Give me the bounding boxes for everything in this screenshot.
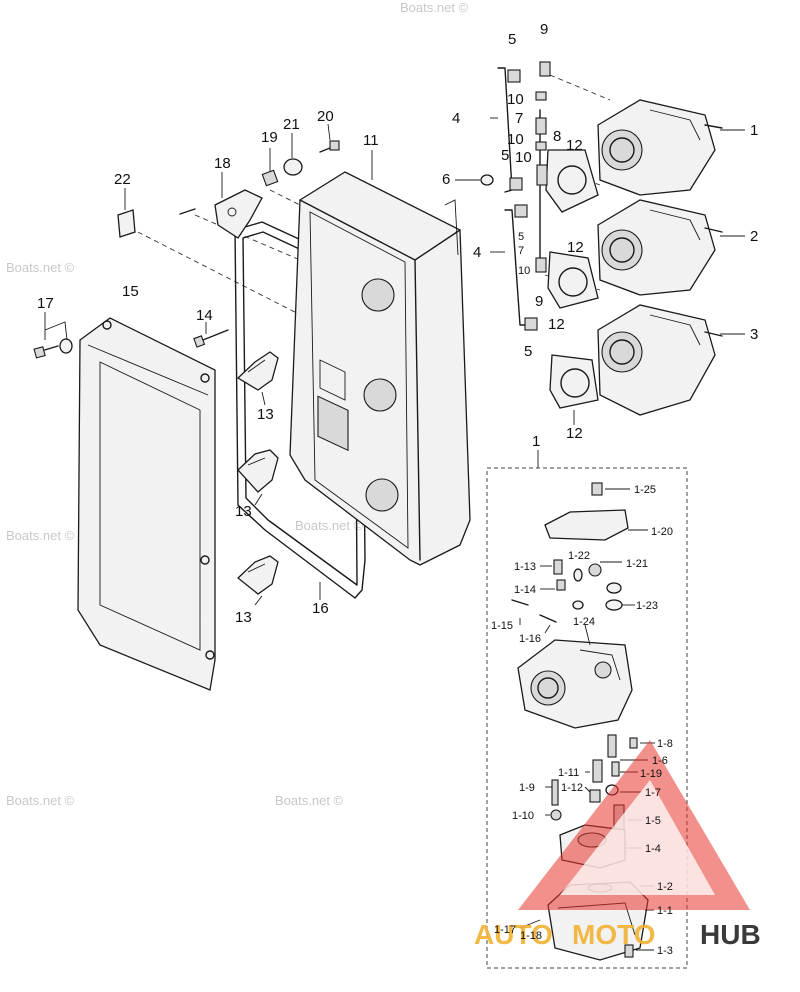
callout-9: 9 — [535, 293, 543, 310]
callout-1-21: 1-21 — [626, 558, 648, 570]
callout-1-18: 1-18 — [520, 930, 542, 942]
callout-5: 5 — [508, 31, 516, 48]
callout-2: 2 — [750, 228, 758, 245]
callout-1-2: 1-2 — [657, 881, 673, 893]
callout-5: 5 — [524, 343, 532, 360]
callout-1-10: 1-10 — [512, 810, 534, 822]
callout-10: 10 — [507, 91, 524, 108]
callout-1-1: 1-1 — [657, 905, 673, 917]
callout-8: 8 — [553, 128, 561, 145]
callout-1-13: 1-13 — [514, 561, 536, 573]
callout-9: 9 — [540, 21, 548, 38]
callout-17: 17 — [37, 295, 54, 312]
callout-1: 1 — [750, 122, 758, 139]
callout-3: 3 — [750, 326, 758, 343]
callout-20: 20 — [317, 108, 334, 125]
callout-10: 10 — [515, 149, 532, 166]
callout-1-22: 1-22 — [568, 550, 590, 562]
callouts: 1 2 3 4 4 5 5 5 5 6 7 7 8 9 9 10 10 10 1… — [37, 21, 758, 626]
callout-12: 12 — [566, 425, 583, 442]
brand-word-auto: AUTO — [474, 919, 553, 950]
callout-1-23: 1-23 — [636, 600, 658, 612]
callout-12: 12 — [566, 137, 583, 154]
watermark: Boats.net © — [6, 528, 75, 543]
watermark: Boats.net © — [6, 793, 75, 808]
callout-12: 12 — [548, 316, 565, 333]
callout-21: 21 — [283, 116, 300, 133]
callout-1-16: 1-16 — [519, 633, 541, 645]
watermark: Boats.net © — [400, 0, 469, 15]
detail-callouts: 1-25 1-20 1-13 1-22 1-21 1-14 1-23 1-15 … — [491, 484, 673, 957]
callout-13: 13 — [235, 503, 252, 520]
bolt-17 — [33, 312, 73, 359]
linkage-rods — [455, 61, 551, 331]
callout-13: 13 — [235, 609, 252, 626]
callout-16: 16 — [312, 600, 329, 617]
gasket — [234, 221, 366, 600]
brand-word-moto: MOTO — [572, 919, 655, 950]
callout-1-17: 1-17 — [494, 924, 516, 936]
callout-1-8: 1-8 — [657, 738, 673, 750]
callout-1-20: 1-20 — [651, 526, 673, 538]
callout-6: 6 — [442, 171, 450, 188]
callout-7: 7 — [518, 245, 524, 257]
callout-1-7: 1-7 — [645, 787, 661, 799]
callout-4: 4 — [473, 244, 481, 261]
watermark: Boats.net © — [6, 260, 75, 275]
callout-detail-1: 1 — [532, 433, 540, 450]
callout-1-9: 1-9 — [519, 782, 535, 794]
clamps — [236, 351, 279, 606]
brand-word-hub: HUB — [700, 919, 761, 950]
callout-1-25: 1-25 — [634, 484, 656, 496]
label-plate-22 — [117, 188, 136, 238]
callout-15: 15 — [122, 283, 139, 300]
fasteners-19-21 — [179, 123, 340, 215]
callout-11: 11 — [363, 132, 379, 149]
watermark: Boats.net © — [275, 793, 344, 808]
callout-5: 5 — [518, 231, 524, 243]
callout-5: 5 — [501, 147, 509, 164]
brand-logo: AUTO MOTO HUB — [474, 740, 761, 950]
callout-22: 22 — [114, 171, 131, 188]
callout-1-3: 1-3 — [657, 945, 673, 957]
callout-1-6: 1-6 — [652, 755, 668, 767]
callout-1-11: 1-11 — [558, 767, 579, 779]
callout-1-4: 1-4 — [645, 843, 661, 855]
callout-13: 13 — [257, 406, 274, 423]
callout-1-15: 1-15 — [491, 620, 513, 632]
callout-7: 7 — [515, 110, 523, 127]
callout-14: 14 — [196, 307, 213, 324]
bracket-18 — [214, 172, 263, 239]
flange-gaskets — [545, 149, 599, 425]
watermark: Boats.net © — [295, 518, 364, 533]
callout-1-24: 1-24 — [573, 616, 595, 628]
cover-plate — [77, 317, 216, 691]
callout-10: 10 — [507, 131, 524, 148]
callout-1-14: 1-14 — [514, 584, 536, 596]
callout-10: 10 — [518, 265, 530, 277]
callout-19: 19 — [261, 129, 278, 146]
bolt-14 — [193, 322, 229, 348]
callout-12: 12 — [567, 239, 584, 256]
callout-1-19: 1-19 — [640, 768, 662, 780]
intake-silencer — [289, 150, 471, 566]
callout-1-12: 1-12 — [561, 782, 583, 794]
callout-18: 18 — [214, 155, 231, 172]
carburetor-stack — [597, 99, 745, 416]
callout-1-5: 1-5 — [645, 815, 661, 827]
callout-4: 4 — [452, 110, 460, 127]
